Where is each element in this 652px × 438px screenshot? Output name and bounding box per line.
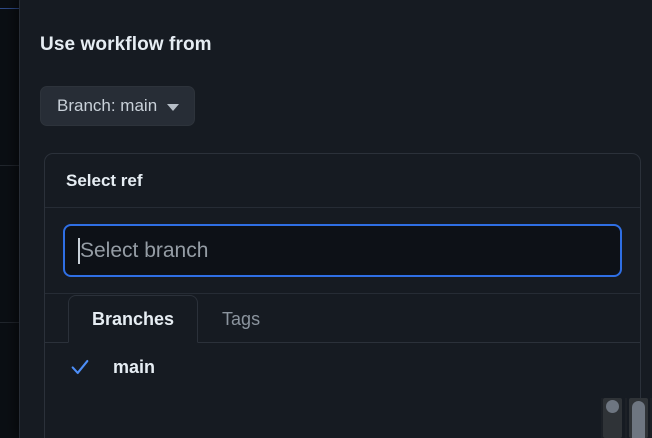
tab-tags[interactable]: Tags [198,295,284,343]
use-workflow-dialog: Use workflow from Branch: main Select re… [20,0,652,438]
branch-list: main [45,343,640,391]
scrollbar-thumb[interactable] [606,400,619,413]
scrollbar-divider [650,398,652,438]
tab-branches[interactable]: Branches [68,295,199,343]
chevron-down-icon [167,103,180,111]
ref-type-tabs: Branches Tags [45,294,640,343]
background-rule [0,165,20,166]
list-vertical-scrollbar[interactable] [603,398,622,438]
list-item[interactable]: main [45,343,640,391]
select-branch-placeholder: Select branch [80,238,209,262]
scrollbar-divider [601,398,603,438]
text-cursor [78,237,80,264]
background-rule [0,322,20,323]
branch-selector-button[interactable]: Branch: main [40,86,196,126]
check-icon [71,359,89,375]
page-vertical-scrollbar[interactable] [629,398,648,438]
page-title: Use workflow from [40,34,212,55]
tab-tags-label: Tags [222,308,261,329]
popover-title: Select ref [66,170,143,190]
tab-branches-label: Branches [92,308,175,329]
branch-selector-label: Branch: main [57,96,158,115]
select-ref-popover: Select ref Select branch Branches Tags [44,153,641,438]
list-item-label: main [113,356,156,377]
background-rule-accent [0,8,20,9]
popover-header: Select ref [45,154,640,208]
select-branch-input[interactable]: Select branch [63,224,622,277]
filter-row: Select branch [45,208,640,294]
scrollbar-divider [625,398,627,438]
scrollbar-thumb[interactable] [632,401,645,438]
